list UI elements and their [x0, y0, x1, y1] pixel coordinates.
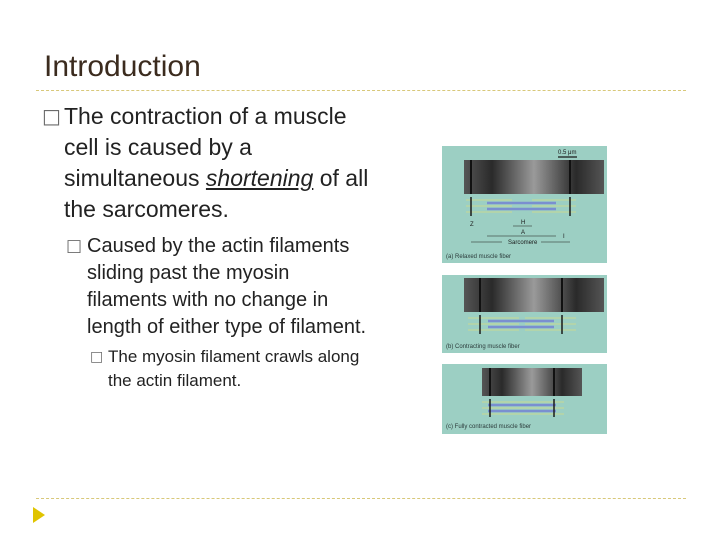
contracting-sarcomere-diagram: (b) Contracting muscle fiber — [446, 278, 604, 350]
caption-contracting: (b) Contracting muscle fiber — [446, 344, 520, 350]
z-label: Z — [470, 222, 474, 228]
electron-micrograph — [482, 368, 582, 396]
slide-arrow-icon — [33, 507, 45, 523]
electron-micrograph — [464, 160, 604, 194]
i-label: I — [563, 234, 565, 240]
bullet-1-text-before: The contraction of a muscle cell is caus… — [64, 103, 347, 191]
bullet-3-text: The myosin filament crawls along the act… — [108, 347, 360, 390]
bullet-level-2: □ Caused by the actin filaments sliding … — [40, 233, 370, 341]
slide-title: Introduction — [44, 50, 201, 83]
bullet-square-icon: □ — [90, 349, 104, 365]
bullet-1-emphasis: shortening — [205, 165, 314, 191]
scale-bar-label: 0.5 μm — [558, 150, 576, 156]
bullet-level-3: □ The myosin filament crawls along the a… — [40, 345, 370, 393]
fully-contracted-sarcomere-diagram: (c) Fully contracted muscle fiber — [446, 368, 582, 430]
h-label: H — [521, 220, 525, 226]
figure-panel-contracting: (b) Contracting muscle fiber — [442, 275, 607, 353]
caption-relaxed: (a) Relaxed muscle fiber — [446, 254, 511, 260]
filament-diagram — [482, 399, 564, 417]
bullet-square-icon: □ — [42, 104, 61, 128]
bullet-1-text-after: of all the sarcomeres. — [64, 165, 369, 222]
relaxed-sarcomere-diagram: 0.5 μm Z H A I Sarcomere (a) Relaxed mus… — [446, 150, 604, 260]
title-divider — [36, 90, 686, 91]
bullet-2-text: Caused by the actin filaments sliding pa… — [87, 235, 367, 338]
figure-panel-relaxed: 0.5 μm Z H A I Sarcomere (a) Relaxed mus… — [442, 146, 607, 263]
filament-diagram — [466, 197, 576, 216]
footer-divider — [36, 498, 686, 499]
a-label: A — [521, 230, 525, 236]
caption-fully-contracted: (c) Fully contracted muscle fiber — [446, 424, 531, 430]
bullet-level-1: □ The contraction of a muscle cell is ca… — [40, 101, 370, 225]
filament-diagram — [468, 315, 576, 334]
bullet-square-icon: □ — [66, 236, 83, 256]
electron-micrograph — [464, 278, 604, 312]
slide-body: □ The contraction of a muscle cell is ca… — [40, 101, 370, 393]
figure-panel-fully-contracted: (c) Fully contracted muscle fiber — [442, 364, 607, 434]
sarcomere-label: Sarcomere — [508, 240, 538, 246]
